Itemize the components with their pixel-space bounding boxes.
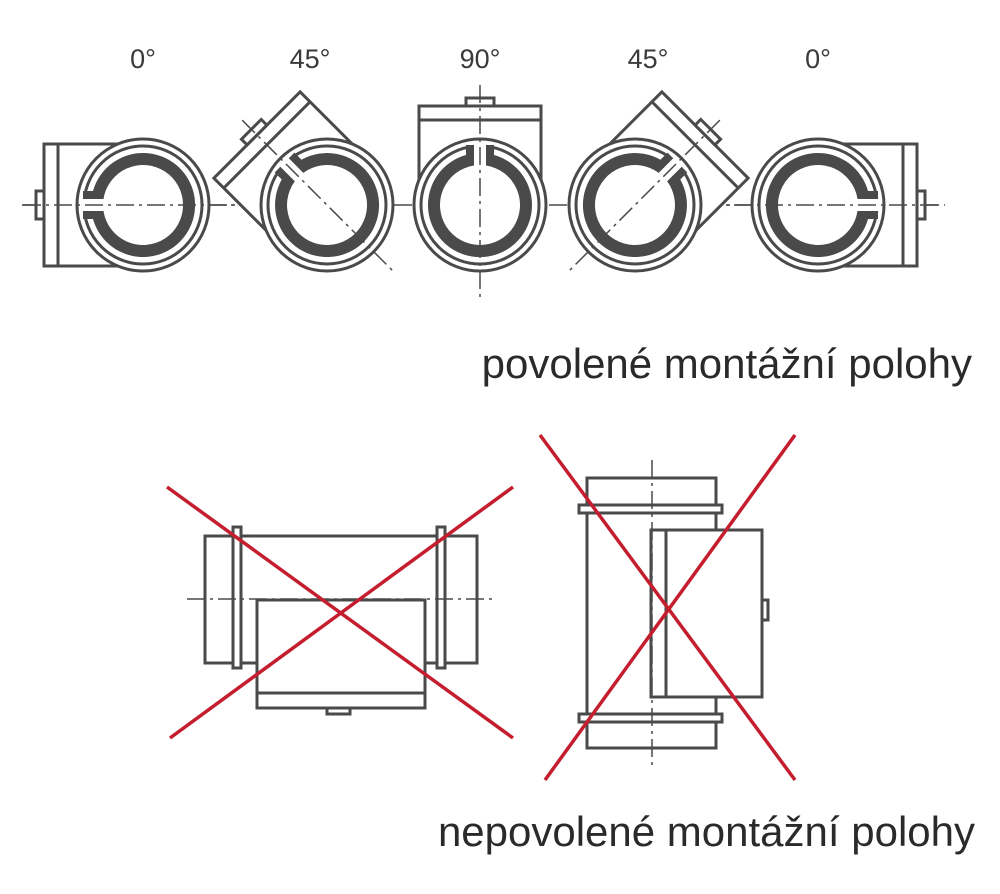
fitting-45-right [521,71,769,319]
angle-label-0-left: 0° [130,44,156,74]
fitting-45-left [193,71,441,319]
angle-label-45-left: 45° [289,44,331,74]
angle-label-0-right: 0° [805,44,831,74]
angle-label-45-right: 45° [627,44,669,74]
forbidden-cross-icon [538,433,797,782]
fitting-0-right [724,137,940,273]
forbidden-positions-caption: nepovolené montážní polohy [437,808,975,855]
allowed-positions-caption: povolené montážní polohy [481,340,972,387]
fitting-90 [412,83,548,299]
forbidden-vertical-fitting [577,460,770,765]
angle-label-90: 90° [459,44,501,74]
fitting-0-left [21,137,237,273]
forbidden-cross-icon [165,485,515,740]
forbidden-horizontal-fitting [187,525,495,716]
